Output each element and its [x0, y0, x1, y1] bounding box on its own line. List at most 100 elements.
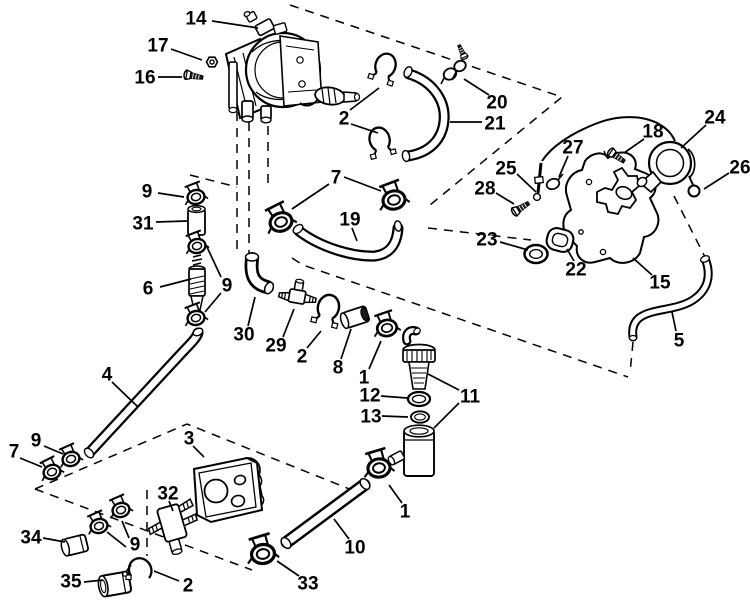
callout-leader-2-3	[349, 87, 380, 111]
callout-leader-3-33	[192, 445, 205, 458]
bracket-plate-15	[562, 151, 660, 264]
clamp-7-left	[258, 197, 300, 238]
callout-leader-4-30	[111, 381, 139, 408]
callout-leader-33-40	[276, 560, 300, 577]
callout-leader-5-15	[671, 311, 677, 332]
alignment-dashed-lines	[34, 4, 706, 571]
callout-leader-31-17	[155, 220, 188, 223]
callout-label-15-14: 15	[649, 273, 671, 294]
callout-leader-9-16	[157, 192, 185, 198]
callout-label-25-9: 25	[495, 159, 517, 180]
callout-leader-10-39	[333, 518, 350, 540]
callout-label-14-0: 14	[185, 9, 207, 30]
filter-6	[188, 254, 206, 314]
o-ring-12	[406, 390, 432, 408]
callout-leader-20-4	[463, 78, 490, 96]
callout-label-8-25: 8	[333, 358, 344, 379]
ring-terminal-26	[687, 175, 701, 198]
callout-label-9-35: 9	[130, 535, 141, 556]
screw-28	[509, 198, 532, 218]
regulator-24	[541, 116, 696, 194]
gasket-22	[545, 226, 575, 254]
callout-leader-22-13	[566, 248, 575, 262]
callout-label-3-33: 3	[184, 429, 195, 450]
callout-leader-17-1	[170, 48, 203, 61]
callout-label-20-4: 20	[486, 93, 507, 114]
clip-2-mid	[309, 290, 346, 330]
hose-10	[280, 477, 371, 550]
callout-leader-23-12	[499, 241, 529, 251]
cross-fitting-32	[147, 497, 199, 556]
callout-label-12-28: 12	[359, 386, 380, 407]
callout-leader-9-19	[204, 292, 222, 313]
fitting-27	[545, 173, 564, 191]
sleeve-8	[339, 305, 371, 330]
elbow-hose-30	[244, 252, 275, 295]
callout-label-2-3: 2	[339, 109, 350, 130]
callout-label-23-12: 23	[476, 230, 497, 251]
callout-label-26-10: 26	[729, 158, 750, 179]
inlet-elbow-fitting	[243, 10, 288, 37]
callout-leader-1-41	[388, 484, 403, 504]
hose-19	[292, 220, 404, 262]
callout-leader-19-21	[351, 227, 358, 242]
callout-label-9-31: 9	[31, 431, 42, 452]
callout-leader-14-0	[211, 20, 259, 29]
callout-label-31-17: 31	[132, 214, 154, 235]
callout-label-11-27: 11	[460, 387, 481, 408]
clip-2-bottom	[122, 557, 153, 581]
clamp-7-right	[373, 176, 413, 214]
callout-label-5-15: 5	[674, 331, 685, 352]
callout-leader-9-35	[121, 520, 130, 539]
callout-leader-24-6	[680, 124, 707, 149]
callout-leader-2-24	[306, 330, 322, 349]
callout-label-30-22: 30	[233, 325, 254, 346]
callout-label-19-21: 19	[339, 210, 360, 231]
callout-label-35-37: 35	[60, 572, 82, 593]
callout-label-22-13: 22	[565, 260, 586, 281]
callout-leader-30-22	[247, 296, 256, 327]
callout-label-29-23: 29	[265, 336, 286, 357]
callout-leader-29-23	[282, 308, 295, 338]
callout-label-21-5: 21	[484, 114, 506, 135]
callout-leader-9-31	[43, 445, 64, 455]
callout-leader-8-25	[340, 328, 352, 360]
callout-label-32-34: 32	[157, 484, 178, 505]
sensor-pin-25	[532, 162, 545, 202]
callout-label-13-29: 13	[360, 407, 381, 428]
pump-outlet-ports	[241, 100, 272, 124]
callout-label-10-39: 10	[344, 538, 365, 559]
callout-label-2-38: 2	[183, 576, 194, 597]
callout-leader-7-32	[19, 457, 43, 468]
sleeve-31	[187, 204, 206, 236]
cap-34	[60, 533, 89, 557]
callout-label-16-2: 16	[134, 68, 155, 89]
clamp-9-bl	[54, 440, 86, 471]
callout-leader-2-3	[350, 123, 379, 134]
callout-leader-1-26	[368, 340, 382, 370]
callout-leader-7-20	[343, 176, 382, 192]
callout-leader-35-37	[83, 579, 104, 583]
hose-21	[401, 66, 450, 163]
callout-label-7-32: 7	[9, 442, 20, 463]
check-valve-plate-3	[192, 456, 265, 524]
callout-label-27-8: 27	[562, 138, 583, 159]
callout-label-6-18: 6	[143, 279, 154, 300]
callout-leader-27-8	[558, 155, 569, 178]
clamp-9-bottom	[180, 300, 210, 329]
nut-17	[205, 56, 219, 68]
callout-leader-12-28	[380, 395, 408, 399]
clamp-1-mid	[369, 307, 403, 340]
clamp-1-bottom	[359, 445, 397, 481]
callout-label-4-30: 4	[102, 365, 113, 386]
callout-leader-25-9	[516, 173, 537, 193]
callout-leader-11-27	[427, 373, 460, 391]
callout-leader-2-38	[153, 570, 180, 582]
callout-label-33-40: 33	[297, 574, 318, 595]
callout-label-9-16: 9	[142, 182, 153, 203]
callout-label-7-20: 7	[331, 168, 342, 189]
clamp-9-top	[180, 179, 210, 208]
